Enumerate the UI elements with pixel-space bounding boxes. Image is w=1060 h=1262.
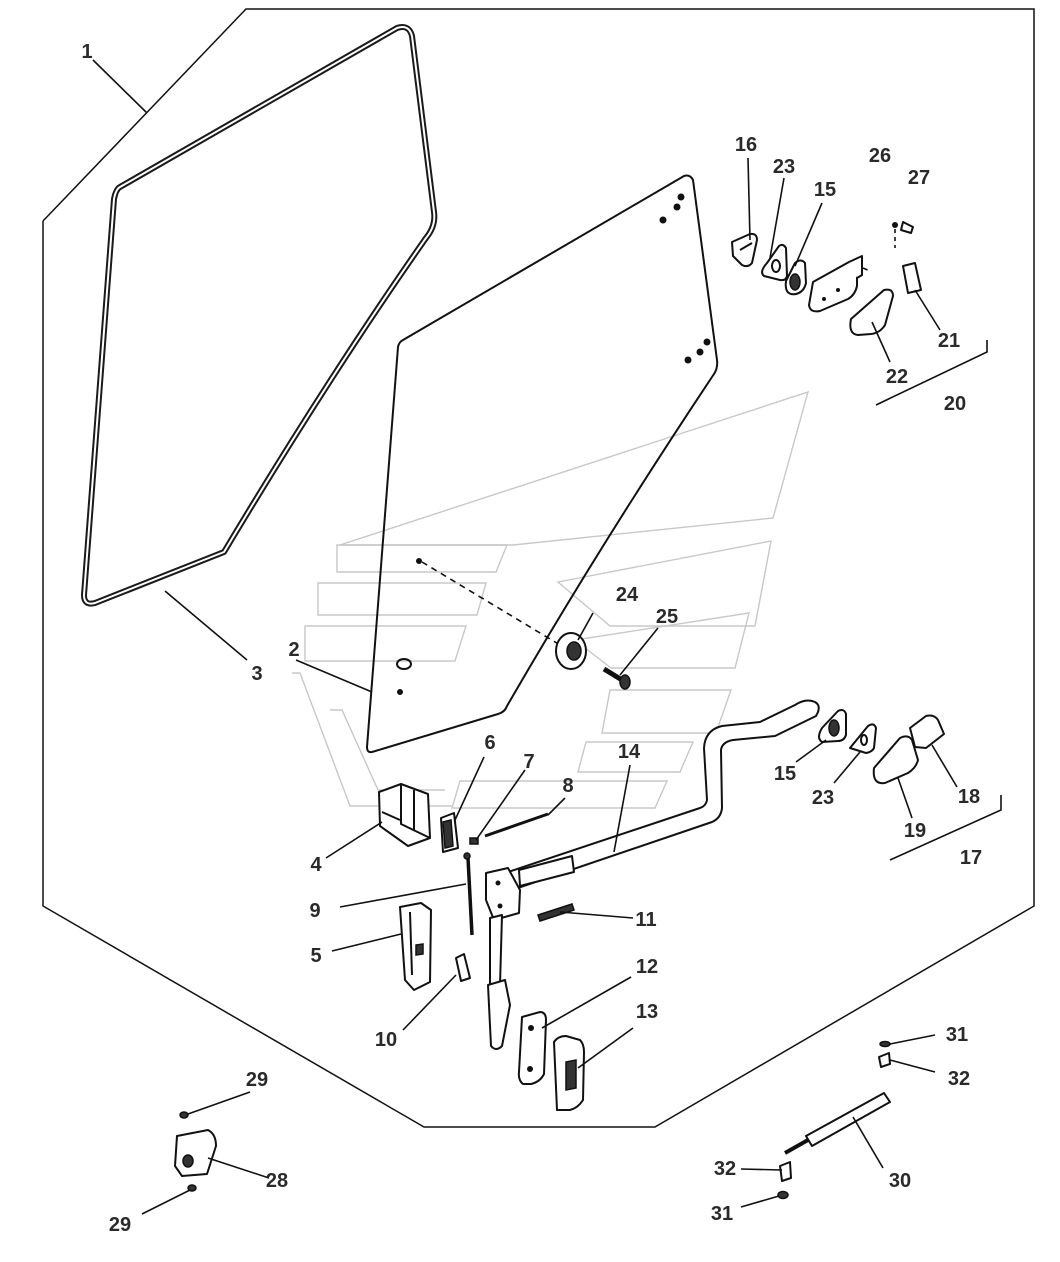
callout-32-bottom: 32 [714, 1158, 736, 1180]
callout-16: 16 [735, 134, 757, 156]
callout-13: 13 [636, 1001, 658, 1023]
regulator-arm [485, 699, 820, 1050]
part-handle-5 [399, 902, 432, 991]
callout-19: 19 [904, 820, 926, 842]
part-clip-6 [440, 812, 459, 853]
callout-30: 30 [889, 1170, 911, 1192]
callout-8: 8 [562, 775, 573, 797]
callout-15-upper: 15 [814, 179, 836, 201]
callout-32-top: 32 [948, 1068, 970, 1090]
callout-11: 11 [635, 909, 656, 931]
callout-6: 6 [484, 732, 495, 754]
callout-23-upper: 23 [773, 156, 795, 178]
group-bracket-20 [875, 340, 988, 406]
group-bracket-17 [889, 795, 1002, 861]
callout-14: 14 [618, 741, 641, 763]
dash-line-glass-grommet [421, 561, 561, 646]
callout-26: 26 [869, 145, 891, 167]
callout-9: 9 [309, 900, 320, 922]
callout-7: 7 [523, 751, 534, 773]
part-7 [469, 837, 479, 845]
callout-10: 10 [375, 1029, 397, 1051]
callout-12: 12 [636, 956, 658, 978]
callout-29-top: 29 [246, 1069, 268, 1091]
callout-24: 24 [616, 584, 639, 606]
callout-31-bottom: 31 [711, 1203, 733, 1225]
callout-23-lower: 23 [812, 787, 834, 809]
part-rod-8 [484, 812, 549, 838]
part-spring-11 [537, 903, 575, 922]
screw [602, 666, 631, 690]
watermark-logo [292, 390, 810, 809]
callout-1: 1 [81, 41, 92, 63]
callout-2: 2 [288, 639, 299, 661]
callout-17: 17 [960, 847, 982, 869]
callout-4: 4 [310, 854, 322, 876]
door-glass [366, 174, 719, 754]
callout-29-bottom: 29 [109, 1214, 131, 1236]
upper-hinge-assembly [731, 221, 922, 336]
kit-frame [42, 8, 1035, 1128]
callout-20: 20 [944, 393, 966, 415]
callout-27: 27 [908, 167, 930, 189]
callout-31-top: 31 [946, 1024, 968, 1046]
leader-lines [92, 59, 958, 1215]
callout-25: 25 [656, 606, 678, 628]
grommet [555, 632, 587, 670]
callout-22: 22 [886, 366, 908, 388]
lower-hinge-assembly [818, 709, 945, 785]
callout-labels: 1 2 3 4 5 6 7 8 9 10 11 12 13 14 15 15 1… [81, 41, 982, 1236]
callout-21: 21 [938, 330, 960, 352]
part-block-28 [174, 1111, 217, 1192]
part-plate-12 [517, 1011, 547, 1085]
gas-strut [777, 1040, 891, 1200]
callout-15-lower: 15 [774, 763, 796, 785]
door-seal [81, 24, 438, 607]
part-handle-13 [553, 1035, 585, 1111]
callout-5: 5 [310, 945, 321, 967]
part-bracket-4 [378, 783, 431, 847]
callout-18: 18 [958, 786, 980, 808]
callout-3: 3 [251, 663, 262, 685]
callout-28: 28 [266, 1170, 288, 1192]
part-rod-9 [463, 852, 474, 936]
part-clip-10 [455, 953, 471, 982]
